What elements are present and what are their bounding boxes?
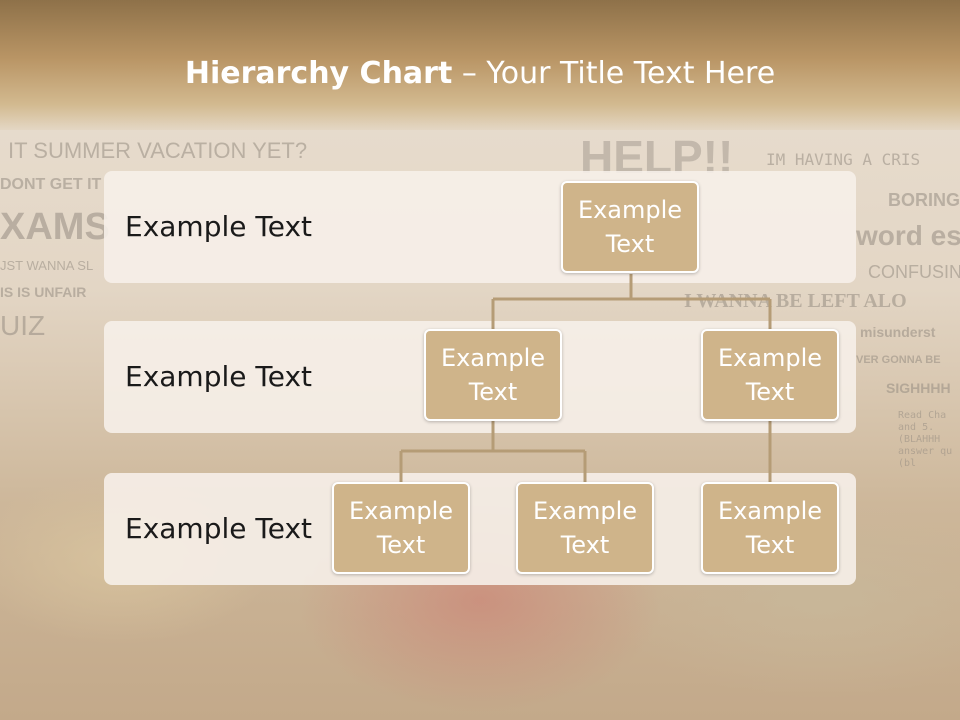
level-label-1: Example Text	[125, 210, 313, 243]
connector-left-to-level3	[399, 421, 587, 482]
node-level3-c-label: Example Text	[717, 497, 823, 559]
page-title: Hierarchy Chart – Your Title Text Here	[0, 56, 960, 91]
bg-word-13: misunderst	[860, 324, 936, 340]
title-rest: – Your Title Text Here	[452, 56, 776, 91]
bg-word-16: Read Cha and 5. (BLAHHH answer qu (bl	[898, 410, 953, 469]
level-label-3: Example Text	[125, 512, 313, 545]
node-level2-left[interactable]: Example Text	[424, 329, 562, 421]
bg-word-11: I WANNA BE LEFT ALO	[684, 290, 907, 312]
node-root-label: Example Text	[577, 196, 683, 258]
bg-word-4: DONT GET IT	[0, 176, 102, 193]
bg-word-15: SIGHHHH	[886, 380, 951, 396]
bg-word-7: word ess	[856, 220, 960, 251]
node-level3-b-label: Example Text	[532, 497, 638, 559]
bg-word-8: JST WANNA SL	[0, 258, 94, 273]
node-level2-left-label: Example Text	[440, 344, 546, 406]
bg-word-5: BORING	[888, 190, 960, 210]
node-level3-c[interactable]: Example Text	[701, 482, 839, 574]
bg-word-9: CONFUSIN	[868, 262, 960, 282]
connector-root-to-level2	[491, 274, 772, 329]
bg-word-3: IM HAVING A CRIS	[766, 150, 921, 169]
bg-word-6: XAMS	[0, 206, 110, 248]
node-root[interactable]: Example Text	[561, 181, 699, 273]
node-level3-a[interactable]: Example Text	[332, 482, 470, 574]
bg-word-12: UIZ	[0, 310, 46, 341]
level-label-2: Example Text	[125, 360, 313, 393]
bg-word-1: IT SUMMER VACATION YET?	[8, 138, 308, 163]
node-level2-right[interactable]: Example Text	[701, 329, 839, 421]
node-level3-b[interactable]: Example Text	[516, 482, 654, 574]
title-bar	[0, 0, 960, 130]
bg-word-10: IS IS UNFAIR	[0, 284, 87, 300]
node-level3-a-label: Example Text	[348, 497, 454, 559]
level-band-1: Example Text	[104, 171, 856, 283]
bg-word-14: VER GONNA BE	[856, 354, 941, 366]
title-bold: Hierarchy Chart	[184, 56, 453, 91]
node-level2-right-label: Example Text	[717, 344, 823, 406]
